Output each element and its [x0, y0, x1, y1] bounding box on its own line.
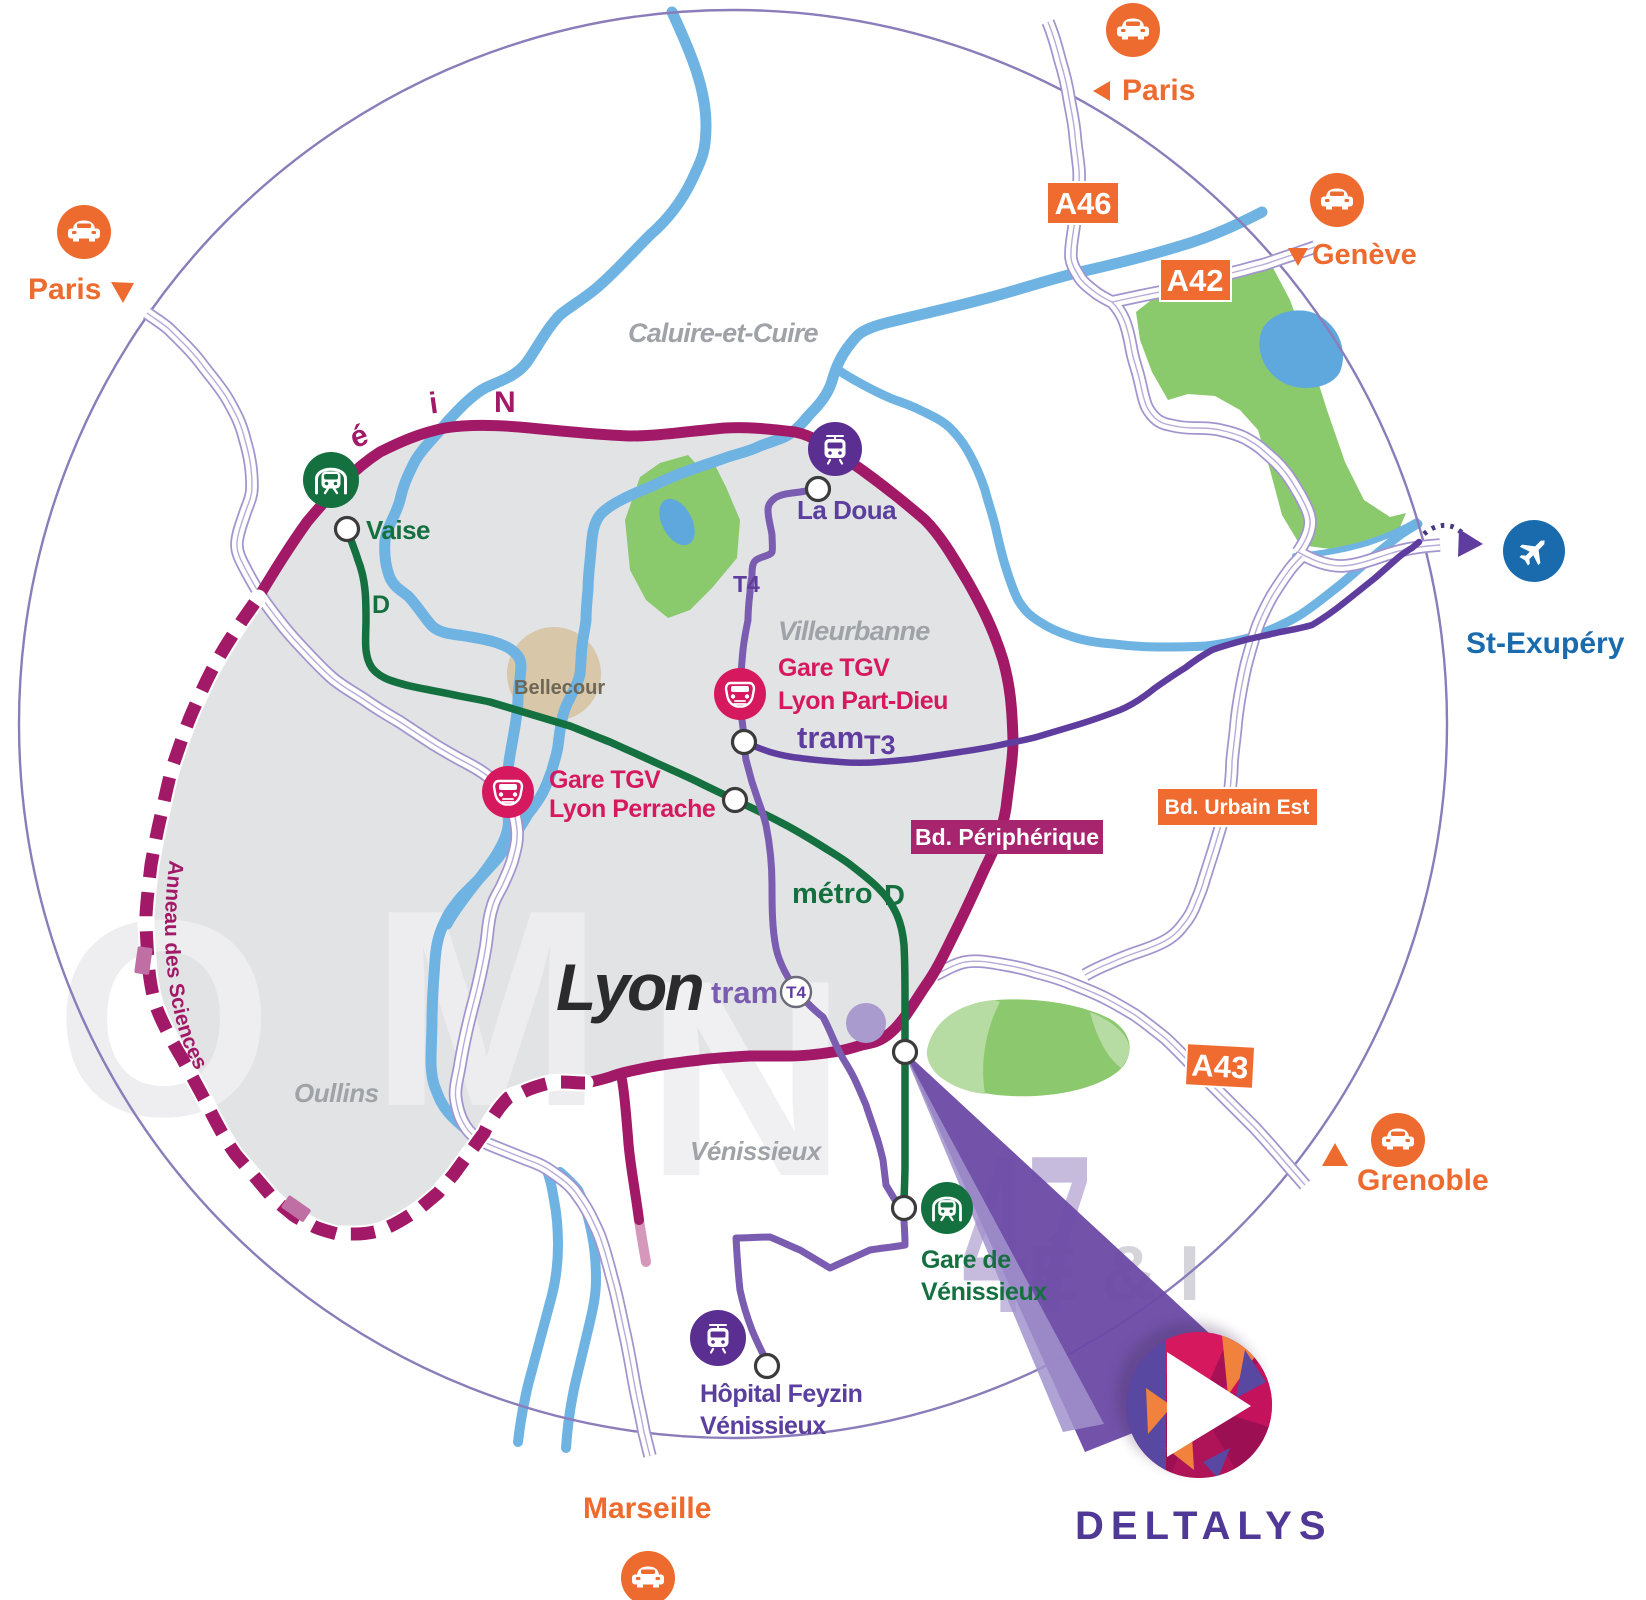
svg-text:A46: A46	[1055, 186, 1112, 221]
svg-text:tram: tram	[797, 720, 864, 755]
svg-text:T4: T4	[786, 983, 806, 1002]
svg-text:Vénissieux: Vénissieux	[700, 1412, 826, 1440]
svg-text:D: D	[884, 880, 905, 912]
svg-text:i: i	[427, 387, 440, 421]
svg-text:Bd. Périphérique: Bd. Périphérique	[915, 824, 1099, 850]
svg-text:Bellecour: Bellecour	[514, 677, 605, 699]
svg-text:N: N	[494, 386, 516, 419]
svg-text:Vénissieux: Vénissieux	[690, 1136, 823, 1166]
svg-text:Caluire-et-Cuire: Caluire-et-Cuire	[628, 318, 819, 348]
svg-text:La Doua: La Doua	[797, 495, 897, 525]
svg-text:A43: A43	[1191, 1048, 1250, 1086]
svg-text:A42: A42	[1167, 263, 1224, 298]
svg-text:Vénissieux: Vénissieux	[921, 1278, 1047, 1306]
svg-text:tram: tram	[711, 975, 778, 1010]
svg-text:Vaise: Vaise	[366, 515, 430, 545]
svg-text:Hôpital Feyzin: Hôpital Feyzin	[700, 1380, 862, 1408]
svg-text:Lyon Part-Dieu: Lyon Part-Dieu	[778, 687, 948, 715]
svg-text:Paris: Paris	[28, 273, 101, 306]
svg-text:Lyon Perrache: Lyon Perrache	[549, 795, 716, 823]
svg-text:T3: T3	[864, 730, 896, 760]
svg-text:St-Exupéry: St-Exupéry	[1466, 627, 1625, 660]
svg-text:Gare TGV: Gare TGV	[549, 766, 661, 794]
svg-text:DELTALYS: DELTALYS	[1075, 1504, 1333, 1548]
svg-text:métro: métro	[792, 878, 873, 910]
svg-text:N: N	[645, 923, 847, 1235]
svg-text:Gare TGV: Gare TGV	[778, 654, 890, 682]
svg-text:T4: T4	[733, 571, 760, 597]
svg-text:é: é	[346, 418, 373, 455]
svg-text:D: D	[372, 591, 390, 619]
svg-text:Bd. Urbain Est: Bd. Urbain Est	[1165, 796, 1310, 819]
svg-text:Lyon: Lyon	[556, 950, 702, 1024]
svg-text:Gare de: Gare de	[921, 1246, 1011, 1274]
svg-text:Paris: Paris	[1122, 74, 1195, 107]
svg-text:Villeurbanne: Villeurbanne	[778, 616, 930, 646]
svg-text:Grenoble: Grenoble	[1357, 1164, 1489, 1197]
svg-text:Oullins: Oullins	[294, 1078, 379, 1108]
svg-text:Genève: Genève	[1312, 239, 1417, 271]
svg-text:Marseille: Marseille	[583, 1492, 711, 1525]
